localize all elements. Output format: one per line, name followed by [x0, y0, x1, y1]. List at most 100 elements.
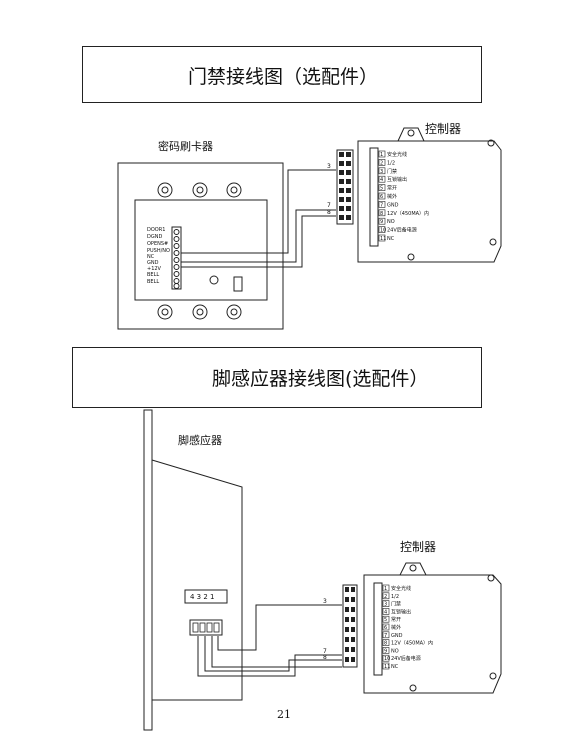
controller1-terminal-label: 械外 — [387, 193, 397, 200]
controller1-terminal-number: 6 — [380, 194, 383, 200]
controller2-terminal-box — [382, 662, 390, 670]
controller2-terminal-label: 24V后备电源 — [391, 655, 421, 662]
controller1-body — [357, 140, 502, 263]
controller2-terminal-label: NC — [391, 664, 399, 670]
controller1-terminal-label: NO — [387, 219, 395, 225]
controller1-terminal-box — [378, 167, 386, 175]
controller1-terminal-number: 8 — [380, 211, 383, 217]
controller2-terminal-number: 6 — [384, 625, 387, 631]
sensor-body — [151, 459, 243, 701]
controller2-terminal-box — [382, 615, 390, 623]
reader-pin-label: OPENS# — [147, 241, 168, 247]
wire1-8 — [181, 215, 336, 268]
controller2-terminal-number: 4 — [384, 609, 387, 615]
controller2-terminal-box — [382, 623, 390, 631]
controller1-label: 控制器 — [425, 122, 462, 136]
controller1-terminal-label: 互锁输出 — [387, 176, 407, 183]
controller2-terminal-label: GND — [391, 633, 403, 639]
controller2-connector — [342, 584, 358, 668]
reader-pin-label: DOOR1 — [147, 227, 165, 233]
controller2-terminal-number: 1 — [384, 586, 387, 592]
controller1-terminal-number: 7 — [380, 202, 383, 208]
controller2-terminal-box — [382, 592, 390, 600]
controller2-terminal-label: 常开 — [391, 616, 401, 623]
reader-pin-label: GND — [147, 260, 159, 266]
controller2-terminal-label: 门禁 — [391, 601, 401, 608]
controller2-terminal-label: 1/2 — [391, 594, 399, 600]
controller1-terminal-number: 3 — [380, 169, 383, 175]
controller1-terminal-number: 1 — [380, 152, 383, 158]
wire2-number-7: 7 — [323, 648, 327, 655]
controller2-terminal-number: 5 — [384, 617, 387, 623]
wire1-number-7: 7 — [327, 202, 331, 209]
controller1-terminal-label: 安全光线 — [387, 151, 407, 158]
wire2-3 — [217, 604, 342, 651]
controller2-terminal-number: 8 — [384, 641, 387, 647]
controller1-terminal-label: 12V（450MA）内 — [387, 210, 429, 217]
controller1-terminal-box — [378, 209, 386, 217]
controller2-terminal-number: 10 — [384, 656, 390, 662]
controller2-body — [363, 574, 502, 694]
controller2-terminal-number: 7 — [384, 633, 387, 639]
reader-screws-bottom — [157, 304, 242, 320]
reader-pin-label: BELL — [147, 272, 159, 278]
section2-title: 脚感应器接线图(选配件） — [212, 368, 429, 390]
reader-pin-label: NC — [147, 254, 155, 260]
section1-title: 门禁接线图（选配件） — [188, 66, 379, 88]
sensor-label: 脚感应器 — [178, 434, 222, 447]
controller1-terminal-label: 24V后备电源 — [387, 227, 417, 234]
controller1-terminal-box — [378, 226, 386, 233]
controller2-terminal-box — [382, 608, 390, 615]
controller2-terminal-label: 互锁输出 — [391, 608, 411, 615]
controller2-terminal-label: 12V（450MA）内 — [391, 640, 433, 647]
controller1-terminal-box — [378, 201, 386, 208]
reader-pin-label: DGND — [147, 234, 162, 240]
controller2-terminal-label: NO — [391, 648, 399, 654]
reader-pin-label: +12V — [147, 266, 162, 272]
controller1-terminal-number: 5 — [380, 186, 383, 192]
controller2-connector-pins — [345, 587, 355, 662]
section2-title-box — [72, 347, 482, 408]
controller1-terminal-box — [378, 175, 386, 183]
wire2-8 — [204, 636, 342, 672]
controller1-connector — [336, 149, 354, 225]
controller1-terminal-box — [378, 234, 386, 242]
page-number: 21 — [277, 708, 291, 721]
reader-pin-label: BELL — [147, 279, 159, 285]
controller2-terminal-number: 3 — [384, 602, 387, 608]
wire1-number-8: 8 — [327, 209, 331, 216]
controller2-terminal-box — [382, 631, 390, 639]
controller1-terminal-box — [378, 192, 386, 200]
controller2-terminal-number: 2 — [384, 594, 387, 600]
controller1-terminal-label: 常开 — [387, 185, 397, 192]
controller2-terminal-box — [382, 584, 390, 592]
controller2-terminal-label: 械外 — [391, 624, 401, 631]
controller2-terminal-number: 11 — [384, 664, 390, 670]
reader-inner-board — [134, 199, 268, 301]
sensor-plate — [143, 409, 153, 731]
wire1-3 — [181, 169, 336, 254]
controller1-terminal-number: 2 — [380, 160, 383, 166]
controller1-terminal-number: 10 — [380, 228, 386, 234]
controller1-terminal-box — [378, 217, 386, 225]
sensor-connector-pins — [192, 622, 220, 633]
controller1-terminal-number: 4 — [380, 177, 383, 183]
sensor-pin-label-box — [184, 589, 228, 604]
controller2-terminal-box — [382, 654, 390, 662]
controller2-terminal-box — [382, 639, 390, 646]
section1-title-box — [82, 46, 482, 103]
wire1-7 — [181, 209, 336, 263]
wire2-number-8: 8 — [323, 654, 327, 661]
sensor-pin-numbers: 4 3 2 1 — [190, 593, 215, 601]
controller1-connector-pins — [339, 152, 351, 220]
controller1-terminal-box — [378, 150, 386, 158]
reader-outer-box — [117, 162, 284, 330]
wire2-7 — [211, 636, 342, 668]
controller1-terminal-label: NC — [387, 236, 395, 242]
reader-screws-top — [157, 182, 242, 198]
sensor-connector — [189, 619, 223, 636]
